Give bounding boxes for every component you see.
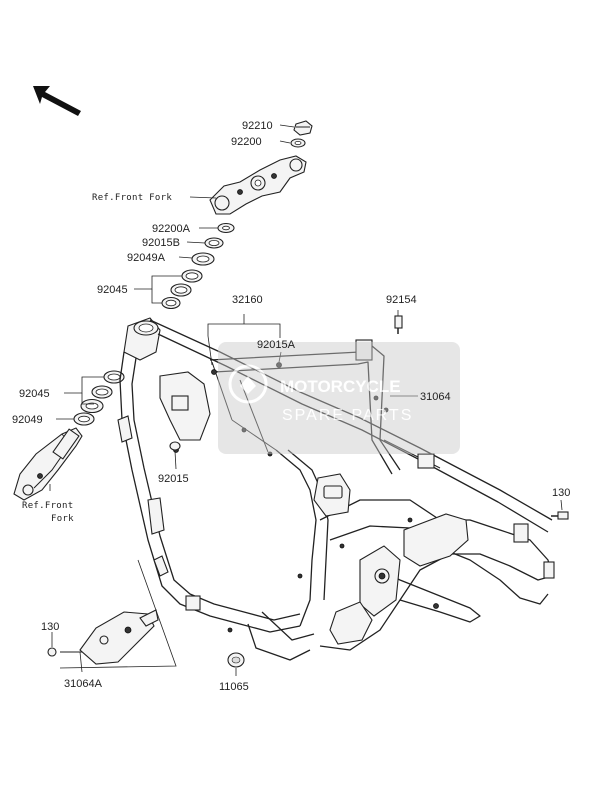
label-92049: 92049 — [12, 414, 43, 426]
race-92045-upper-c[interactable] — [161, 296, 181, 310]
bolt-92154[interactable] — [394, 315, 403, 334]
label-92049a: 92049A — [127, 252, 166, 264]
bolt-130-right[interactable] — [551, 511, 569, 520]
label-ref-front-fork-bottom-1: Ref.Front — [22, 501, 73, 511]
race-92045-lower-b[interactable] — [91, 385, 113, 399]
label-92154: 92154 — [386, 294, 417, 306]
label-ref-front-fork-top: Ref.Front Fork — [92, 193, 172, 203]
plug-92015[interactable] — [169, 441, 181, 451]
label-92210: 92210 — [242, 120, 273, 132]
front-direction-arrow-icon — [33, 86, 81, 116]
label-92045-upper: 92045 — [97, 284, 128, 296]
race-92045-upper-a[interactable] — [181, 269, 203, 283]
label-31064: 31064 — [420, 391, 451, 403]
watermark-line2: SPARE PARTS — [282, 407, 413, 424]
seal-92015b[interactable] — [204, 237, 224, 249]
lower-fork-bracket[interactable] — [13, 427, 83, 501]
label-130-right: 130 — [552, 487, 570, 499]
label-92015: 92015 — [158, 473, 189, 485]
bearing-92049a[interactable] — [191, 252, 215, 266]
bearing-92049[interactable] — [80, 398, 104, 414]
watermark: MOTORCYCLE SPARE PARTS — [218, 342, 460, 454]
label-ref-front-fork-bottom-2: Fork — [51, 514, 74, 524]
label-32160: 32160 — [232, 294, 263, 306]
watermark-line1: MOTORCYCLE — [280, 377, 401, 396]
label-92045-lower: 92045 — [19, 388, 50, 400]
upper-fork-bracket[interactable] — [209, 155, 307, 215]
washer-92200[interactable] — [290, 138, 306, 148]
label-92200a: 92200A — [152, 223, 191, 235]
seal-92049-ring[interactable] — [73, 412, 95, 426]
label-31064a: 31064A — [64, 678, 103, 690]
label-92015a: 92015A — [257, 339, 296, 351]
bracket-31064a[interactable] — [60, 609, 159, 665]
steering-stem-nut[interactable] — [293, 120, 313, 136]
label-130-left: 130 — [41, 621, 59, 633]
label-11065: 11065 — [219, 681, 249, 693]
race-92045-upper-b[interactable] — [170, 283, 192, 297]
washer-92200a[interactable] — [217, 222, 235, 234]
bolt-130-left[interactable] — [47, 647, 57, 657]
leader-lines — [49, 124, 563, 676]
main-frame[interactable] — [117, 317, 555, 661]
label-92200: 92200 — [231, 136, 262, 148]
cap-11065[interactable] — [227, 652, 245, 668]
label-92015b: 92015B — [142, 237, 180, 249]
